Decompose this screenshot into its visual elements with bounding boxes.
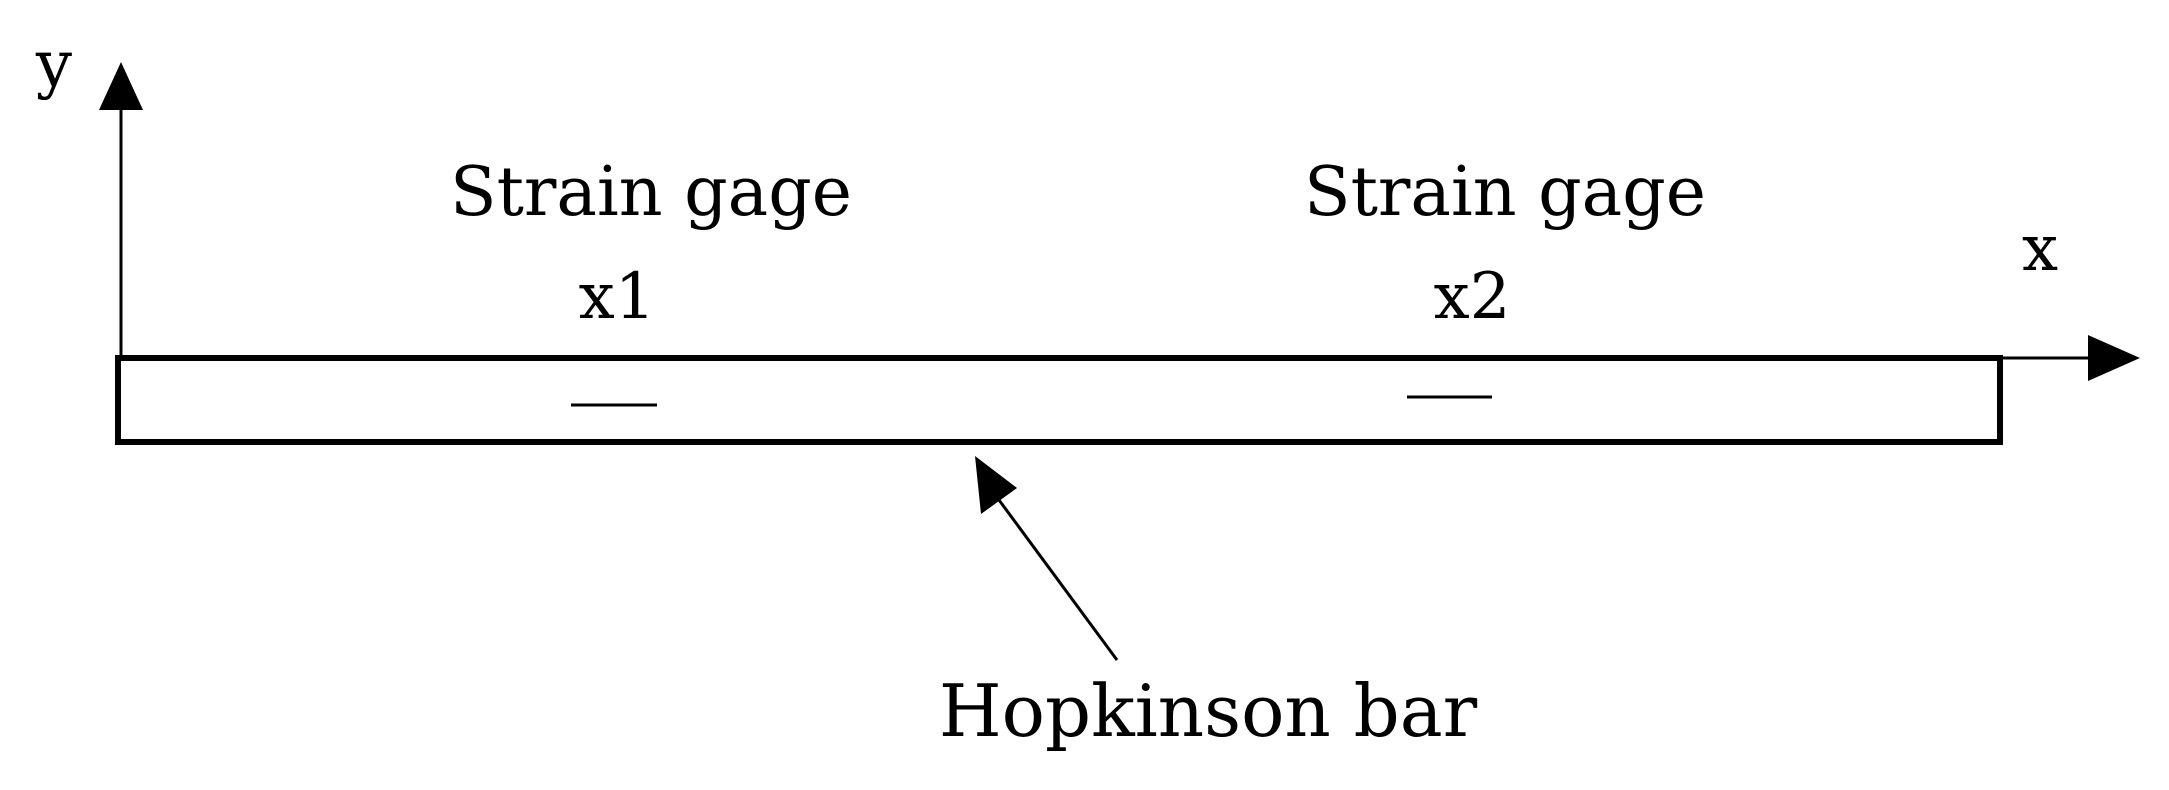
x-axis-arrowhead <box>2088 335 2140 381</box>
strain-gage-1-label: Strain gage <box>450 153 852 232</box>
hopkinson-bar-label: Hopkinson bar <box>939 669 1478 753</box>
hopkinson-bar <box>115 355 2003 445</box>
callout-line <box>997 499 1119 661</box>
x-axis: x <box>2000 212 2140 381</box>
strain-gage-1-position: x1 <box>579 260 656 334</box>
y-axis: y <box>35 28 143 358</box>
strain-gage-1: Strain gage x1 <box>450 153 852 407</box>
hopkinson-bar-callout: Hopkinson bar <box>939 456 1478 753</box>
strain-gage-2: Strain gage x2 <box>1304 153 1706 399</box>
y-axis-label: y <box>35 28 72 102</box>
strain-gage-2-position: x2 <box>1434 260 1511 334</box>
callout-arrowhead <box>975 456 1017 514</box>
x-axis-label: x <box>2022 212 2058 286</box>
strain-gage-2-label: Strain gage <box>1304 153 1706 232</box>
y-axis-arrowhead <box>99 62 143 110</box>
